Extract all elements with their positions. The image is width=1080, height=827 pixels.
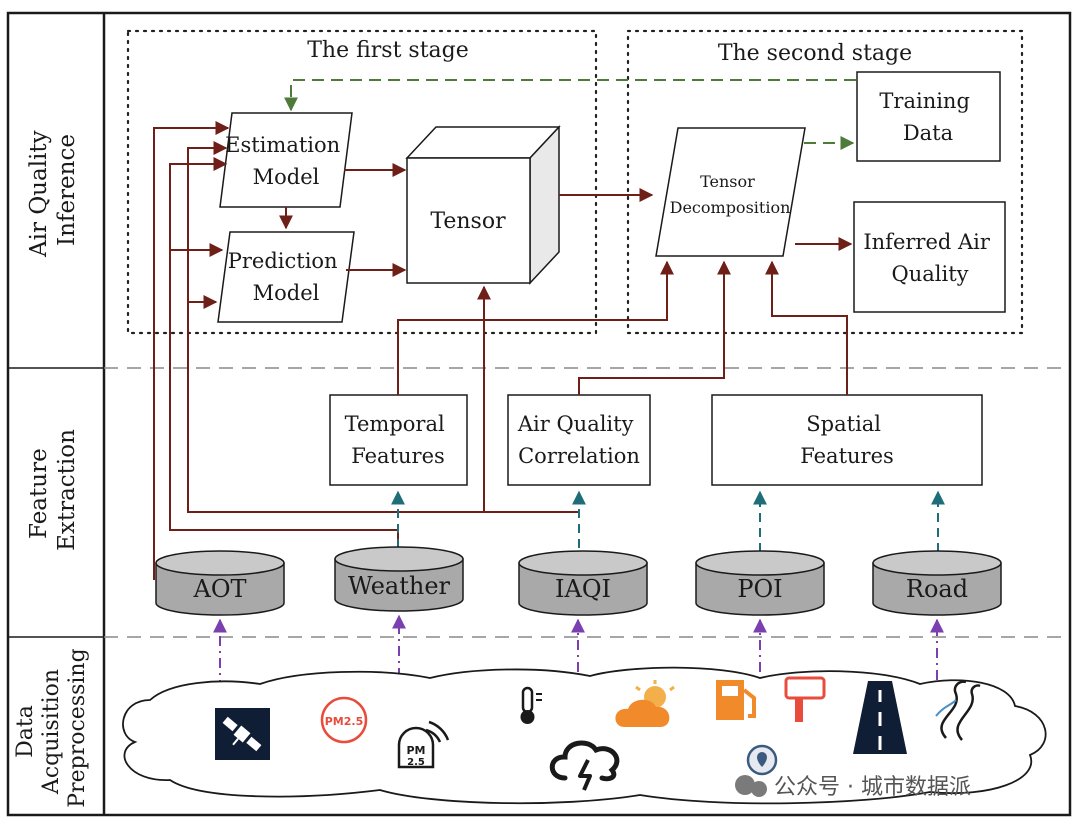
estimation-model-label: Estimation Model <box>225 133 347 189</box>
pm25-badge-icon: PM2.5 <box>320 696 368 744</box>
second-stage-title: The second stage <box>718 41 912 66</box>
first-stage-title: The first stage <box>307 38 469 63</box>
source-label-iaqi: IAQI <box>555 575 611 603</box>
source-cylinder-poi <box>695 550 825 616</box>
estimation-model-box <box>219 112 353 208</box>
air-quality-correlation-box <box>507 394 651 486</box>
row-label-inference: Air Quality Inference <box>26 123 80 258</box>
source-cylinder-aot <box>155 550 285 616</box>
training-data-box <box>856 71 1001 162</box>
thermometer-icon <box>520 686 542 724</box>
row-label-extraction: Feature Extraction <box>26 429 80 551</box>
winding-road-icon <box>935 680 981 741</box>
signboard-icon <box>784 676 826 722</box>
highway-icon <box>853 681 907 754</box>
svg-text:公众号 · 城市数据派: 公众号 · 城市数据派 <box>774 775 971 800</box>
partly-sunny-icon <box>615 680 675 727</box>
svg-text:PM: PM <box>406 744 425 757</box>
svg-text:2.5: 2.5 <box>407 757 425 768</box>
training-data-label: Training Data <box>879 89 976 145</box>
spatial-features-box <box>711 394 983 486</box>
source-label-weather: Weather <box>348 572 451 600</box>
decomposition-box <box>655 127 806 257</box>
tensor-cube <box>405 125 561 285</box>
air-quality-correlation-label: Air Quality Correlation <box>517 412 640 468</box>
source-label-road: Road <box>906 575 968 603</box>
temporal-features-box <box>329 394 468 486</box>
svg-text:PM2.5: PM2.5 <box>325 715 364 728</box>
source-cylinder-iaqi <box>518 550 648 616</box>
storm-cloud-icon <box>549 740 620 791</box>
source-label-aot: AOT <box>192 575 246 603</box>
source-cylinder-weather <box>334 546 464 612</box>
spatial-features-label: Spatial Features <box>800 412 894 468</box>
location-pin-icon <box>746 744 778 776</box>
temporal-features-label: Temporal Features <box>345 412 452 468</box>
inferred-air-quality-label: Inferred Air Quality <box>863 230 996 286</box>
gas-station-icon <box>716 680 756 720</box>
satellite-icon <box>215 708 270 760</box>
pm-sensor-icon: PM 2.5 <box>397 720 450 769</box>
tensor-label: Tensor <box>430 209 506 234</box>
source-cylinder-road <box>872 550 1002 616</box>
inferred-air-quality-box <box>853 201 1006 313</box>
prediction-model-label: Prediction Model <box>228 249 345 305</box>
prediction-model-box <box>217 231 355 323</box>
row-label-acquisition: Data Acquisition Preprocessing <box>13 648 90 807</box>
watermark: 公众号 · 城市数据派 <box>735 775 971 800</box>
decomposition-label: Tensor Decomposition <box>670 172 791 217</box>
source-label-poi: POI <box>737 575 782 603</box>
second-stage-box <box>626 29 1024 335</box>
first-stage-box <box>126 29 598 335</box>
